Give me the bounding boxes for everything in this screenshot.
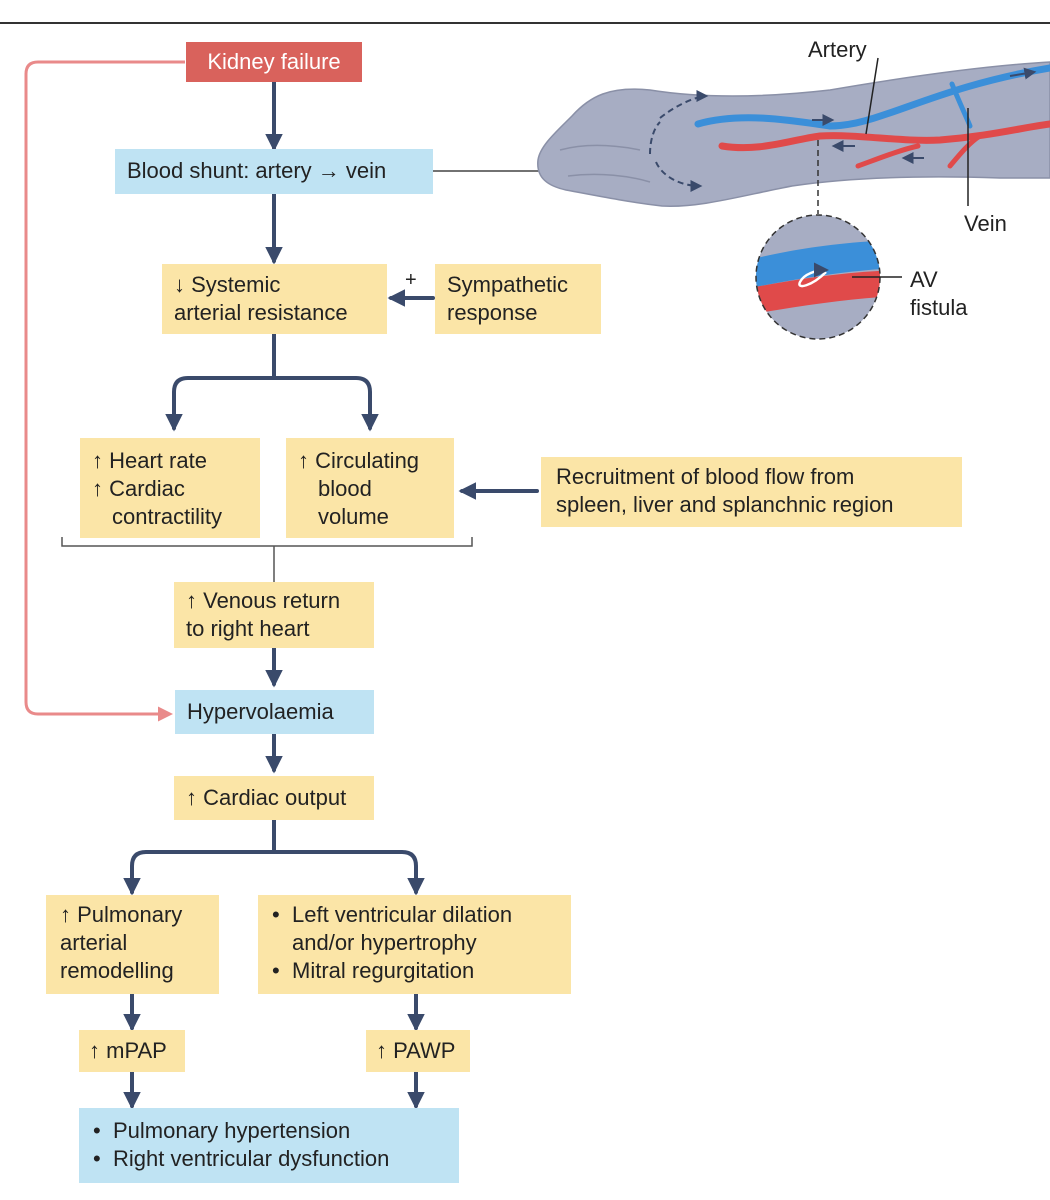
lv-item2: •Mitral regurgitation bbox=[272, 958, 475, 983]
pawp-box: ↑ PAWP bbox=[366, 1030, 470, 1072]
outcome-item2: •Right ventricular dysfunction bbox=[93, 1146, 390, 1171]
heart-rate-line1: ↑ Heart rate bbox=[92, 448, 207, 473]
venous-return-box: ↑ Venous return to right heart bbox=[174, 582, 374, 648]
heart-rate-box: ↑ Heart rate ↑ Cardiac contractility bbox=[80, 438, 260, 538]
heart-rate-line3: contractility bbox=[112, 504, 223, 529]
heart-rate-line2: ↑ Cardiac bbox=[92, 476, 185, 501]
plus-sign: + bbox=[405, 269, 417, 291]
artery-vessel bbox=[718, 120, 1050, 152]
cardiac-output-box: ↑ Cardiac output bbox=[174, 776, 374, 820]
systemic-resistance-line1: ↓ Systemic bbox=[174, 272, 281, 297]
fistula-label: AV fistula bbox=[910, 267, 968, 320]
vein-vessel bbox=[694, 64, 1050, 130]
recruitment-line2: spleen, liver and splanchnic region bbox=[556, 492, 894, 517]
sympathetic-line1: Sympathetic bbox=[447, 272, 569, 297]
mpap-label: ↑ mPAP bbox=[89, 1038, 167, 1063]
pulmonary-line1: ↑ Pulmonary bbox=[60, 902, 183, 927]
fistula-magnifier bbox=[755, 214, 902, 340]
mpap-box: ↑ mPAP bbox=[79, 1030, 185, 1072]
venous-return-line2: to right heart bbox=[186, 616, 310, 641]
join-bracket bbox=[61, 537, 473, 582]
arm-illustration bbox=[537, 57, 1050, 214]
lv-item1-line2: and/or hypertrophy bbox=[292, 930, 477, 955]
lv-changes-box: •Left ventricular dilation and/or hypert… bbox=[258, 895, 571, 994]
hypervolaemia-box: Hypervolaemia bbox=[175, 690, 374, 734]
hypervolaemia-label: Hypervolaemia bbox=[187, 699, 334, 724]
pawp-label: ↑ PAWP bbox=[376, 1038, 456, 1063]
blood-shunt-label: Blood shunt: artery → vein bbox=[127, 158, 387, 183]
pulmonary-line3: remodelling bbox=[60, 958, 174, 983]
artery-label: Artery bbox=[808, 37, 867, 62]
circulating-line2: blood bbox=[318, 476, 372, 501]
sympathetic-line2: response bbox=[447, 300, 538, 325]
sympathetic-box: Sympathetic response bbox=[435, 264, 601, 334]
systemic-resistance-line2: arterial resistance bbox=[174, 300, 348, 325]
venous-return-line1: ↑ Venous return bbox=[186, 588, 341, 613]
cardiac-output-label: ↑ Cardiac output bbox=[186, 785, 347, 810]
pulmonary-line2: arterial bbox=[60, 930, 128, 955]
vein-label: Vein bbox=[964, 211, 1007, 236]
top-rule bbox=[0, 22, 1050, 24]
systemic-resistance-box: ↓ Systemic arterial resistance bbox=[162, 264, 387, 334]
kidney-failure-label: Kidney failure bbox=[207, 49, 341, 74]
lv-item1-line1: •Left ventricular dilation bbox=[272, 902, 513, 927]
blood-shunt-box: Blood shunt: artery → vein bbox=[115, 149, 433, 194]
outcome-item1: •Pulmonary hypertension bbox=[93, 1118, 351, 1143]
circulating-line3: volume bbox=[318, 504, 389, 529]
pulmonary-remodelling-box: ↑ Pulmonary arterial remodelling bbox=[46, 895, 219, 994]
recruitment-line1: Recruitment of blood flow from bbox=[556, 464, 855, 489]
recruitment-box: Recruitment of blood flow from spleen, l… bbox=[541, 457, 962, 527]
circulating-line1: ↑ Circulating bbox=[298, 448, 420, 473]
circulating-volume-box: ↑ Circulating blood volume bbox=[286, 438, 454, 538]
branch-resistance bbox=[172, 332, 370, 428]
branch-output bbox=[130, 818, 416, 892]
outcome-box: •Pulmonary hypertension •Right ventricul… bbox=[79, 1108, 459, 1183]
kidney-failure-box: Kidney failure bbox=[186, 42, 362, 82]
feedback-arrow bbox=[24, 60, 185, 722]
